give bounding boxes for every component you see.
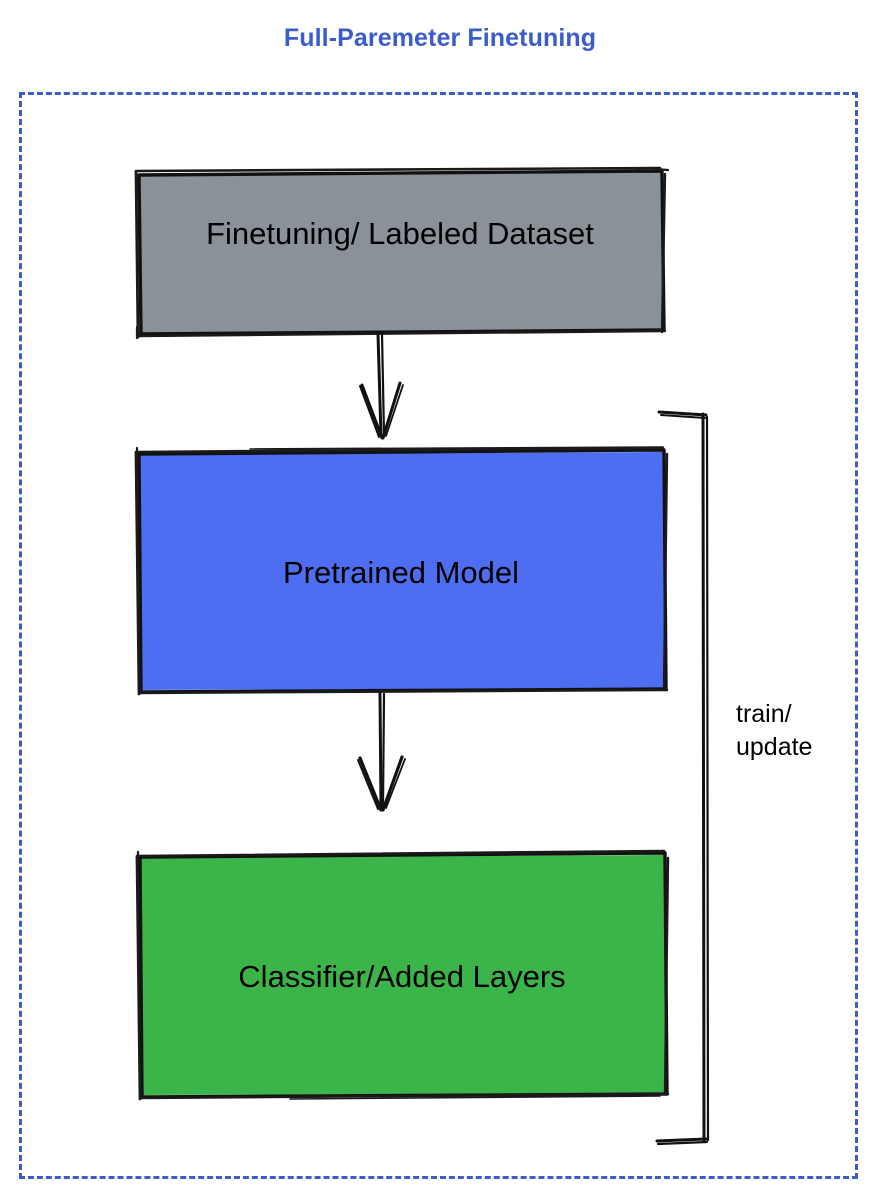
- feedback-loop-label-line1: train/: [736, 700, 792, 728]
- node-pretrained-model-label: Pretrained Model: [282, 555, 520, 590]
- node-classifier-label: Classifier/Added Layers: [238, 959, 566, 994]
- diagram-outer-frame: [19, 92, 858, 1179]
- feedback-loop-label-line2: update: [736, 733, 813, 761]
- feedback-loop-label: train/ update: [736, 698, 812, 764]
- node-dataset-label: Finetuning/ Labeled Dataset: [206, 216, 594, 251]
- page-title: Full-Paremeter Finetuning: [283, 24, 597, 52]
